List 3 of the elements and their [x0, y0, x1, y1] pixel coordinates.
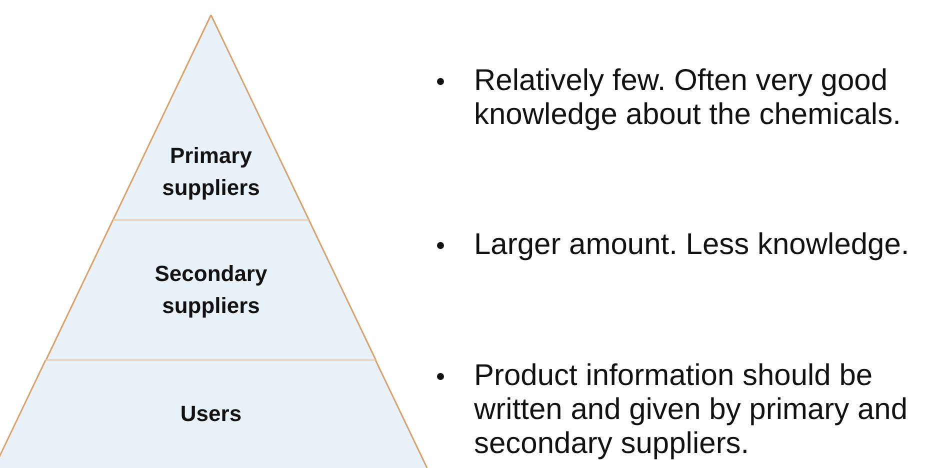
- bullet-text: Product information should be written and given by primary and secondary suppliers.: [474, 359, 909, 461]
- bullet-text: Relatively few. Often very good knowledge about the chemicals.: [474, 64, 902, 132]
- bullet-text: Larger amount. Less knowledge.: [474, 228, 910, 262]
